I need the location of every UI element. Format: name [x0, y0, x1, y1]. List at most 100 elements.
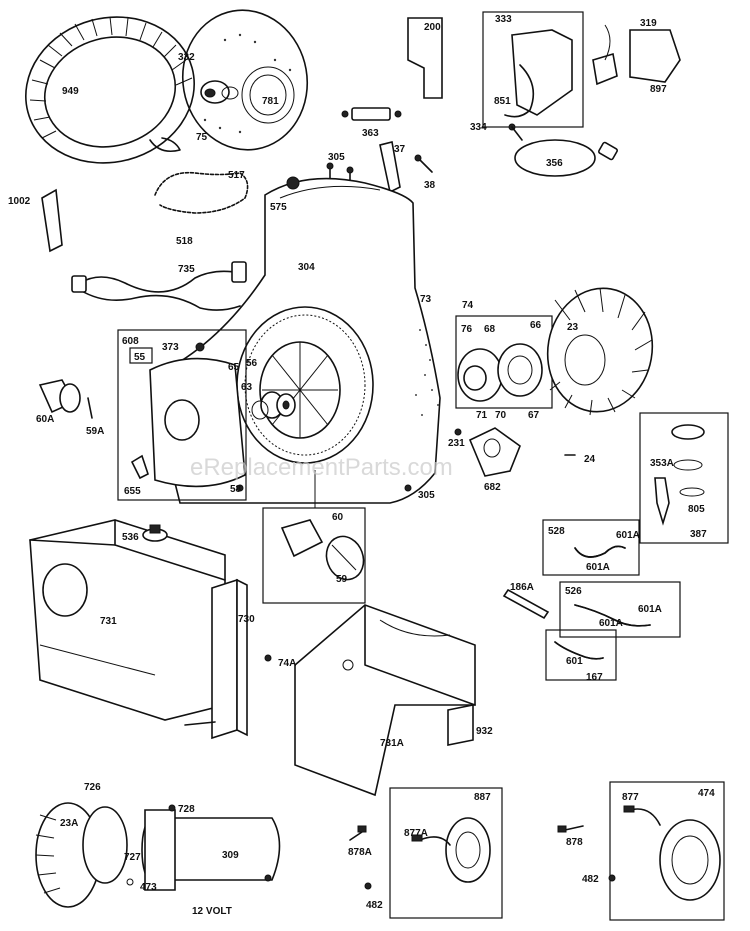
part-878-connector [557, 825, 584, 833]
part-label: 60 [332, 512, 344, 523]
part-label: 878A [348, 847, 372, 858]
part-label: 474 [698, 788, 715, 799]
part-label: 167 [586, 672, 603, 683]
part-label: 781 [262, 96, 279, 107]
part-label: 897 [650, 84, 667, 95]
box-387 [639, 412, 729, 544]
part-label: 319 [640, 18, 657, 29]
part-74A-screw [264, 654, 272, 662]
part-label: 877A [404, 828, 428, 839]
part-label: 37 [394, 144, 406, 155]
part-334-screw [508, 123, 523, 141]
part-label: 66 [530, 320, 542, 331]
part-label: 735 [178, 264, 195, 275]
box-60 [262, 507, 366, 604]
part-label: 877 [622, 792, 639, 803]
part-label: 68 [484, 324, 496, 335]
part-label: 387 [690, 529, 707, 540]
part-label: 63 [241, 382, 253, 393]
part-label: 353A [650, 458, 674, 469]
part-728-screw [168, 804, 176, 812]
part-label: 71 [476, 410, 488, 421]
part-label: 482 [366, 900, 383, 911]
part-528-hose-inner [574, 545, 626, 558]
screws-top [326, 141, 433, 194]
part-label: 655 [124, 486, 141, 497]
box-55 [129, 347, 153, 364]
part-682-plate [468, 427, 521, 477]
part-label: 473 [140, 882, 157, 893]
part-731-fuel-tank [29, 519, 226, 721]
part-474-alternator [623, 805, 721, 901]
part-label: 76 [461, 324, 473, 335]
part-label: 304 [298, 262, 315, 273]
part-label: 38 [424, 180, 436, 191]
part-label: 231 [448, 438, 465, 449]
part-label: 726 [84, 782, 101, 793]
part-label: 186A [510, 582, 534, 593]
part-735-harness [71, 261, 247, 311]
part-label: 67 [528, 410, 540, 421]
part-58-screw [236, 484, 244, 492]
part-label: 12 VOLT [192, 906, 232, 917]
part-356-wire [514, 139, 618, 177]
part-label: 575 [270, 202, 287, 213]
box-333 [482, 11, 584, 128]
box-528 [542, 519, 640, 576]
part-label: 601A [638, 604, 662, 615]
part-label: 601 [566, 656, 583, 667]
part-label: 65 [228, 362, 240, 373]
box-887 [389, 787, 503, 919]
part-label: 608 [122, 336, 139, 347]
part-949-grille-ring [25, 16, 195, 164]
part-label: 682 [484, 482, 501, 493]
part-label: 851 [494, 96, 511, 107]
part-label: 518 [176, 236, 193, 247]
part-label: 59 [336, 574, 348, 585]
part-518-chain [154, 171, 249, 214]
part-label: 56 [246, 358, 258, 369]
part-482-screw [364, 882, 372, 890]
part-label: 305 [418, 490, 435, 501]
part-319-connector [592, 24, 681, 86]
part-932-bracket [447, 704, 474, 746]
part-label: 601A [586, 562, 610, 573]
part-56-pulley [260, 391, 296, 419]
part-label: 74 [462, 300, 474, 311]
part-887-alternator [411, 817, 491, 883]
part-353A-spark-plug [654, 424, 705, 526]
part-186A-valve [502, 588, 550, 620]
part-167-hose-inner [554, 641, 604, 660]
part-726-flywheel-fan [35, 802, 128, 908]
part-309-starter-motor [141, 809, 281, 891]
part-label: 55 [134, 352, 146, 363]
part-730-bracket [184, 578, 248, 740]
part-23-flywheel [546, 287, 654, 416]
part-label: 60A [36, 414, 54, 425]
part-label: 728 [178, 804, 195, 815]
part-655-clip [130, 454, 149, 480]
part-label: 24 [584, 454, 596, 465]
part-200-bracket [407, 17, 443, 99]
part-333-rectifier [504, 29, 573, 118]
part-label: 309 [222, 850, 239, 861]
box-608 [117, 329, 247, 501]
part-label: 932 [476, 726, 493, 737]
part-labels: 9493327817551751810027352003633338513198… [8, 14, 715, 917]
part-label: 601A [599, 618, 623, 629]
part-label: 731 [100, 616, 117, 627]
part-517-rotating-screen [181, 9, 309, 151]
part-55-starter-housing [149, 342, 246, 488]
part-label: 200 [424, 22, 441, 33]
part-label: 517 [228, 170, 245, 181]
box-474 [609, 781, 725, 921]
part-label: 70 [495, 410, 507, 421]
part-label: 23A [60, 818, 78, 829]
part-473-screw [126, 878, 134, 886]
part-59-pawls [280, 519, 365, 581]
part-label: 23 [567, 322, 579, 333]
part-label: 526 [565, 586, 582, 597]
box-526 [559, 581, 681, 638]
part-label: 727 [124, 852, 141, 863]
